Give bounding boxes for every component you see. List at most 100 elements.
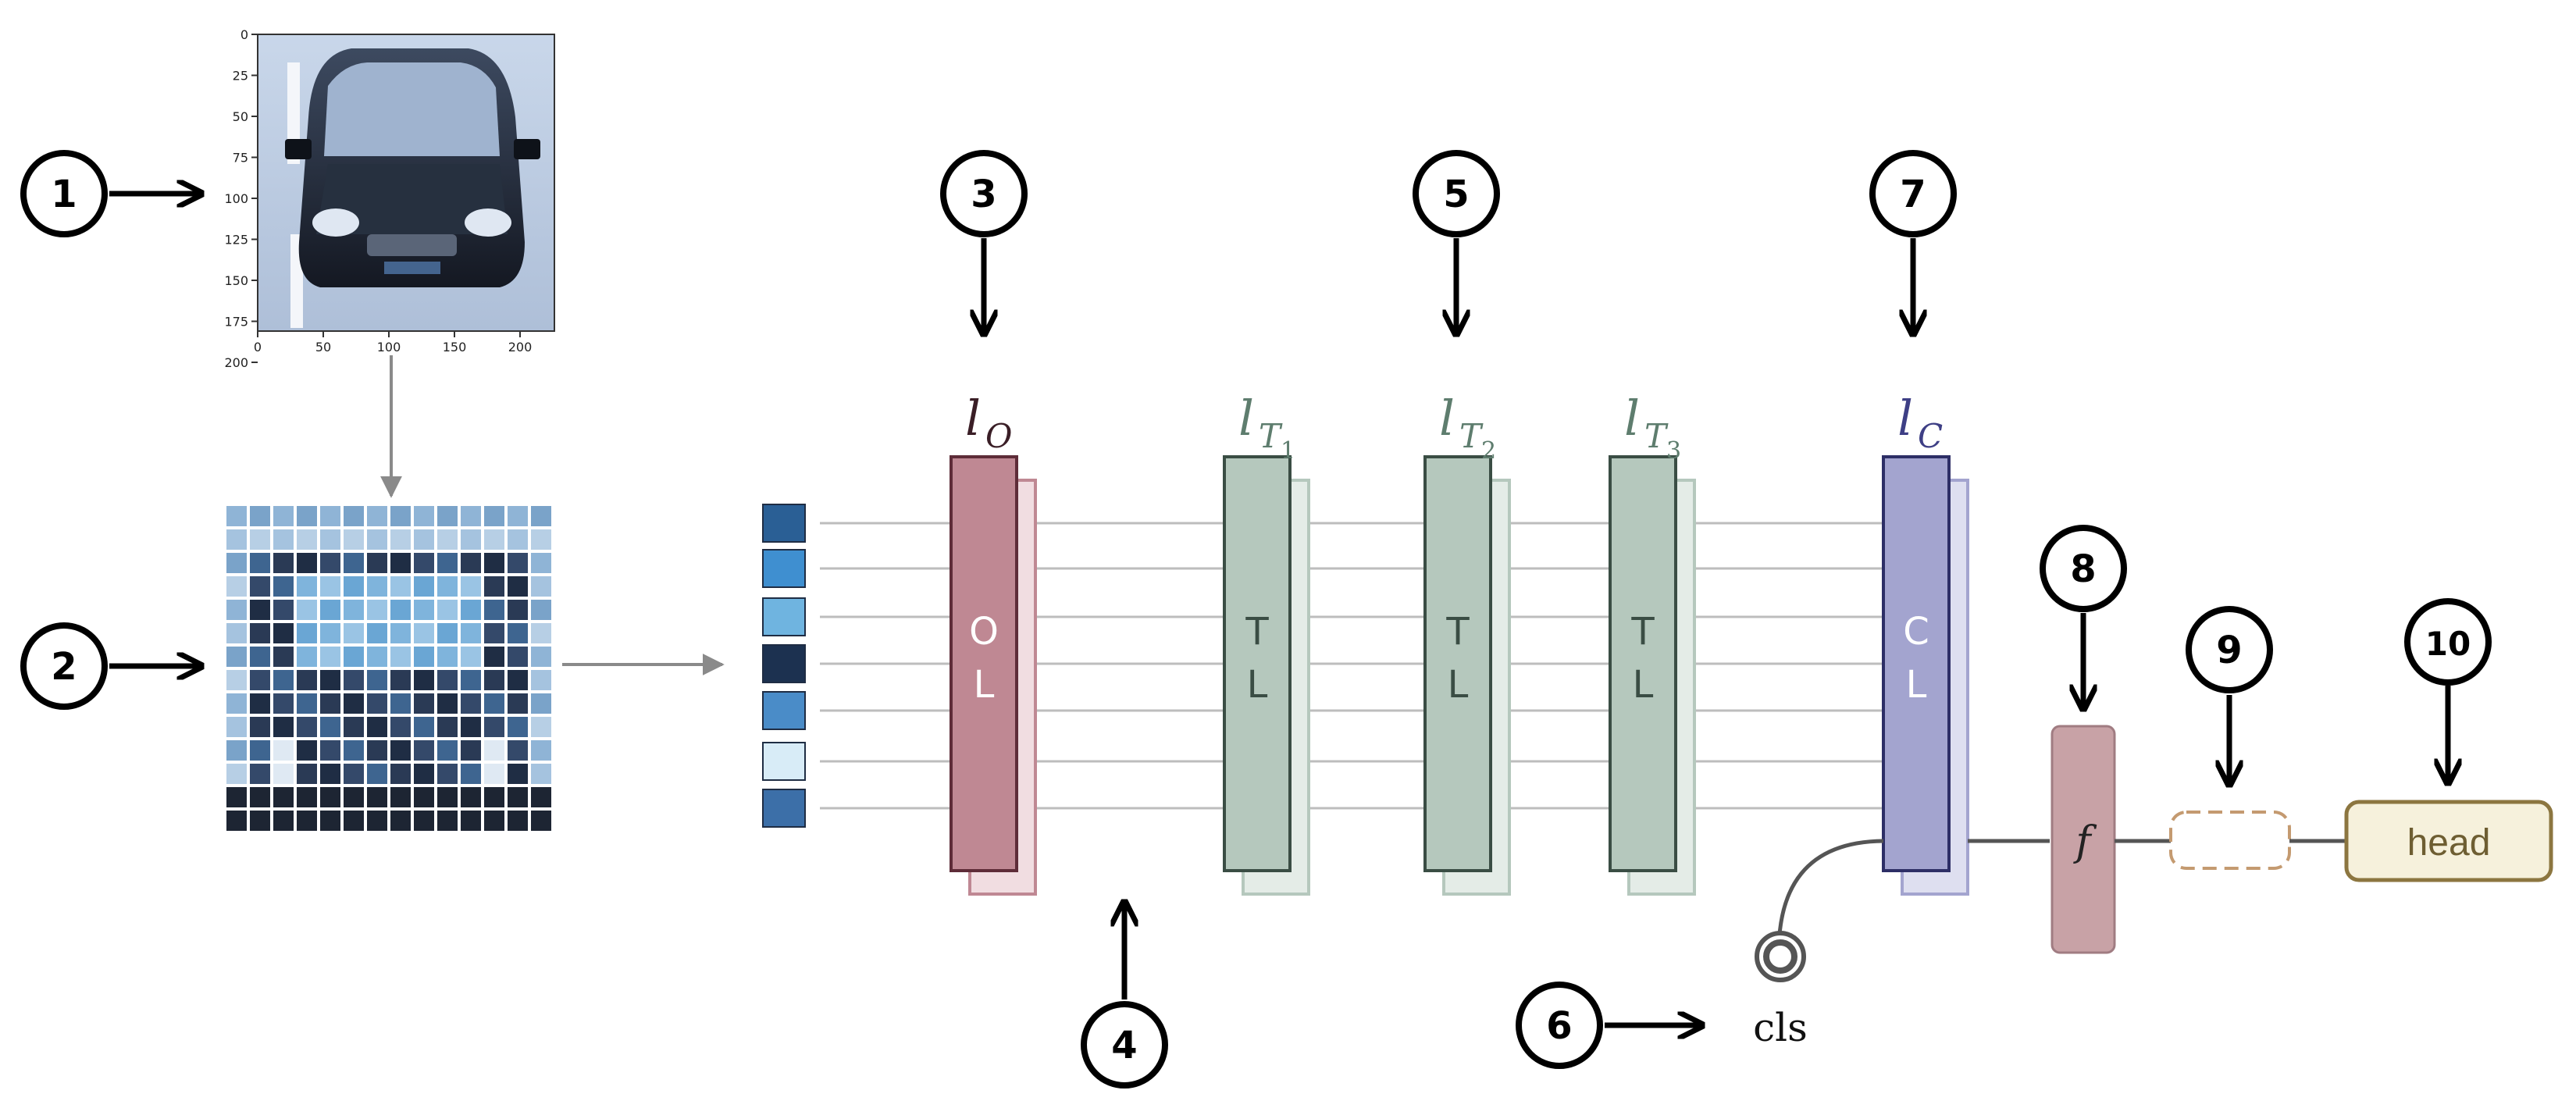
layer-subscript: O [985,417,1012,455]
sequence-patch [762,691,806,730]
patch-cell [531,693,551,714]
patch-cell [273,764,294,784]
cls-token-connector [1776,839,1884,953]
patch-cell [390,647,411,667]
patch-cell [531,717,551,737]
image-y-tick-label: 25 [233,69,248,84]
patch-cell [226,623,247,643]
patch-cell [250,576,270,597]
sequence-patch [762,644,806,683]
layer-subscript: T [1644,417,1669,455]
image-y-tick-label: 0 [240,27,248,42]
patch-cell [531,600,551,620]
patch-cell [367,647,387,667]
patch-cell [461,529,481,550]
marker-number: 4 [1111,1024,1137,1067]
patch-cell [273,811,294,831]
layer-text-top: T [1445,610,1470,654]
marker-circle [2186,606,2273,693]
patch-cell [414,553,434,573]
image-y-tick-label: 100 [224,191,248,206]
marker-circle [940,150,1028,237]
patch-cell [461,553,481,573]
patch-cell [508,623,528,643]
patch-cell [226,717,247,737]
patch-cell [484,811,504,831]
sequence-patch [762,742,806,781]
marker-number: 3 [971,173,996,216]
patch-cell [320,787,340,807]
patch-cell [531,553,551,573]
layer-text-top: T [1245,610,1269,654]
patch-cell [508,670,528,690]
patch-cell [226,670,247,690]
head-label: head [2407,822,2491,864]
patch-cell [461,717,481,737]
patch-cell [226,764,247,784]
dashed-placeholder-block [2169,811,2291,870]
layer-text-bottom: L [1906,663,1927,707]
patch-cell [367,717,387,737]
patch-cell [273,623,294,643]
patch-cell [531,576,551,597]
patch-cell [390,811,411,831]
patch-cell [344,764,364,784]
patch-cell [508,576,528,597]
patch-cell [273,670,294,690]
patch-cell [531,647,551,667]
car-illustration [285,48,540,328]
patch-cell [390,576,411,597]
patch-cell [367,600,387,620]
patch-cell [437,600,458,620]
patch-cell [414,647,434,667]
patch-cell [226,693,247,714]
patch-cell [344,717,364,737]
patch-cell [508,811,528,831]
patch-cell [508,600,528,620]
patch-cell [484,529,504,550]
layer-symbol: l [1624,390,1640,447]
marker-4: 4 [1081,902,1168,1089]
patch-cell [508,764,528,784]
marker-number: 5 [1443,173,1469,216]
patch-cell [297,623,317,643]
layer-symbol: l [1439,390,1455,447]
patch-cell [390,506,411,526]
patch-cell [484,693,504,714]
patch-cell [531,529,551,550]
patch-cell [461,600,481,620]
marker-3: 3 [940,150,1028,334]
patch-cell [226,576,247,597]
patch-cell [390,693,411,714]
patch-cell [484,764,504,784]
patch-cell [297,647,317,667]
patch-cell [320,693,340,714]
patch-cell [484,647,504,667]
patch-cell [226,529,247,550]
layer-subscript: T [1459,417,1484,455]
patch-cell [344,506,364,526]
patch-cell [320,600,340,620]
layer-text-top: O [969,610,999,654]
patch-cell [344,693,364,714]
patch-cell [414,670,434,690]
sequence-patch [762,504,806,543]
sequence-patch [762,549,806,588]
patch-cell [437,740,458,761]
patch-cell [226,600,247,620]
patch-cell [390,740,411,761]
image-x-tick-label: 0 [254,340,262,355]
patch-cell [437,811,458,831]
patch-cell [461,647,481,667]
patch-cell [461,623,481,643]
patch-cell [531,670,551,690]
marker-8: 8 [2040,525,2127,709]
image-y-tick-label: 175 [224,315,248,330]
patch-cell [390,623,411,643]
patch-cell [297,764,317,784]
patch-cell [508,717,528,737]
patch-cell [531,623,551,643]
patch-cell [344,670,364,690]
